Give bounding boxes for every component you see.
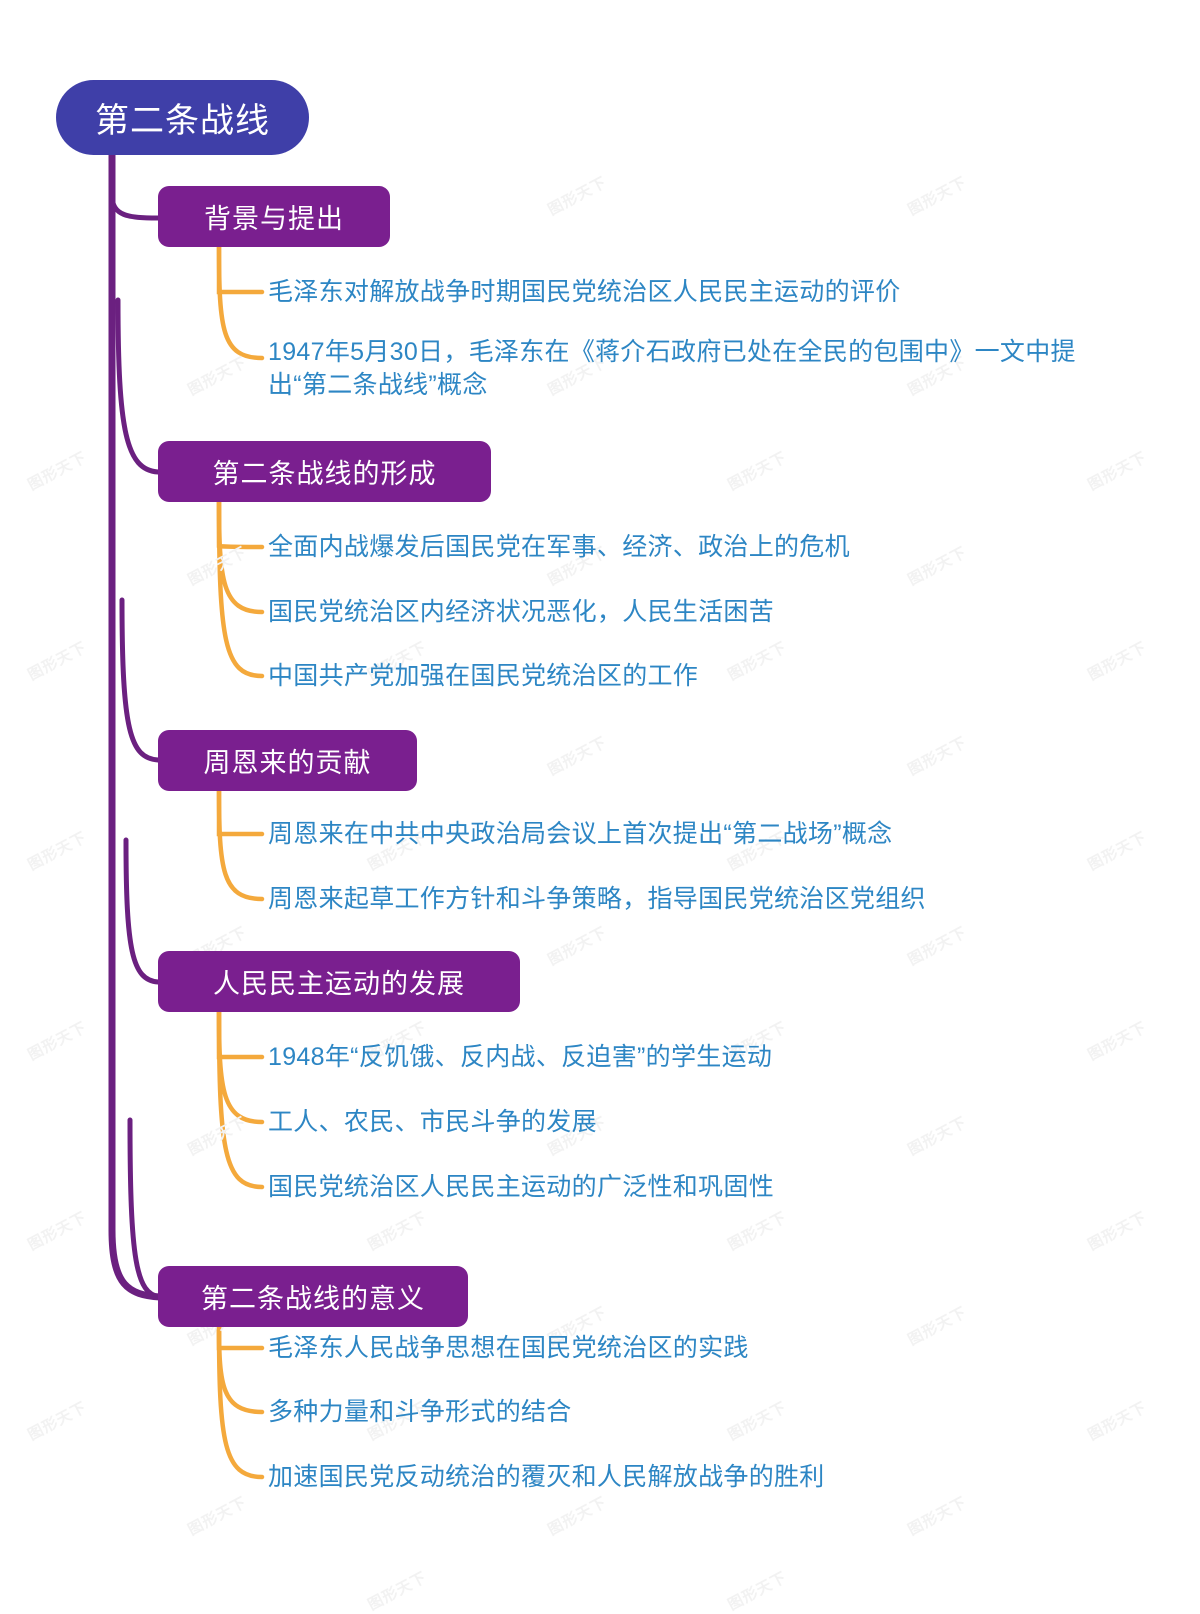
watermark: 图形天下 [1084, 827, 1150, 874]
watermark: 图形天下 [724, 447, 790, 494]
watermark: 图形天下 [24, 1397, 90, 1444]
watermark: 图形天下 [904, 732, 970, 779]
leaf-item[interactable]: 毛泽东人民战争思想在国民党统治区的实践 [268, 1332, 749, 1365]
watermark: 图形天下 [544, 172, 610, 219]
watermark: 图形天下 [1084, 1207, 1150, 1254]
topic-node-label: 人民民主运动的发展 [213, 969, 465, 999]
leaf-stem-10 [216, 1007, 265, 1190]
leaf-item-label: 国民党统治区人民民主运动的广泛性和巩固性 [268, 1173, 775, 1201]
leaf-item[interactable]: 多种力量和斗争形式的结合 [268, 1396, 572, 1429]
watermark: 图形天下 [184, 352, 250, 399]
leaf-item[interactable]: 全面内战爆发后国民党在军事、经济、政治上的危机 [268, 531, 850, 564]
watermark: 图形天下 [1084, 1017, 1150, 1064]
topic-node-formation[interactable]: 第二条战线的形成 [158, 441, 491, 502]
topic-node-label: 第二条战线的形成 [212, 459, 437, 489]
leaf-item-label: 1947年5月30日，毛泽东在《蒋介石政府已处在全民的包围中》一文中提出“第二条… [268, 338, 1076, 399]
leaf-item-label: 工人、农民、市民斗争的发展 [268, 1108, 597, 1136]
watermark: 图形天下 [1084, 1397, 1150, 1444]
leaf-item[interactable]: 中国共产党加强在国民党统治区的工作 [268, 660, 698, 693]
leaf-item[interactable]: 周恩来在中共中央政治局会议上首次提出“第二战场”概念 [268, 818, 892, 851]
watermark: 图形天下 [904, 1112, 970, 1159]
leaf-stem-2 [216, 243, 265, 361]
watermark: 图形天下 [904, 1492, 970, 1539]
trunk-line [108, 148, 164, 1301]
leaf-item-label: 全面内战爆发后国民党在军事、经济、政治上的危机 [268, 533, 850, 561]
leaf-stem-9 [216, 1007, 265, 1125]
leaf-item-label: 毛泽东对解放战争时期国民党统治区人民民主运动的评价 [268, 278, 901, 306]
topic-node-label: 周恩来的贡献 [203, 748, 372, 778]
leaf-stem-3 [216, 497, 265, 550]
watermark: 图形天下 [544, 732, 610, 779]
watermark: 图形天下 [24, 827, 90, 874]
branch-connector-2 [115, 297, 161, 475]
branch-connector-3 [119, 597, 161, 763]
leaf-item[interactable]: 加速国民党反动统治的覆灭和人民解放战争的胜利 [268, 1461, 825, 1494]
leaf-item[interactable]: 1947年5月30日，毛泽东在《蒋介石政府已处在全民的包围中》一文中提出“第二条… [268, 336, 1128, 402]
leaf-item[interactable]: 国民党统治区内经济状况恶化，人民生活困苦 [268, 596, 774, 629]
leaf-item-label: 周恩来起草工作方针和斗争策略，指导国民党统治区党组织 [268, 885, 926, 913]
watermark: 图形天下 [184, 542, 250, 589]
watermark: 图形天下 [724, 1397, 790, 1444]
topic-node-zhou-enlai[interactable]: 周恩来的贡献 [158, 730, 417, 791]
leaf-stem-11 [216, 1322, 265, 1351]
leaf-stem-12 [216, 1322, 265, 1415]
watermark: 图形天下 [364, 1567, 430, 1614]
watermark: 图形天下 [24, 447, 90, 494]
topic-node-label: 背景与提出 [204, 204, 344, 234]
leaf-item[interactable]: 毛泽东对解放战争时期国民党统治区人民民主运动的评价 [268, 276, 901, 309]
leaf-item-label: 多种力量和斗争形式的结合 [268, 1398, 572, 1426]
watermark: 图形天下 [544, 1492, 610, 1539]
root-node[interactable]: 第二条战线 [56, 80, 309, 155]
branch-connector-5 [127, 1117, 163, 1300]
leaf-item[interactable]: 1948年“反饥饿、反内战、反迫害”的学生运动 [268, 1041, 772, 1074]
watermark: 图形天下 [1084, 637, 1150, 684]
root-node-label: 第二条战线 [95, 102, 270, 140]
leaf-item-label: 毛泽东人民战争思想在国民党统治区的实践 [268, 1334, 749, 1362]
topic-node-label: 第二条战线的意义 [201, 1284, 425, 1314]
branch-connector-4 [123, 837, 161, 985]
watermark: 图形天下 [904, 922, 970, 969]
leaf-stem-5 [216, 497, 265, 679]
watermark: 图形天下 [904, 542, 970, 589]
leaf-item[interactable]: 工人、农民、市民斗争的发展 [268, 1106, 597, 1139]
watermark: 图形天下 [904, 1302, 970, 1349]
leaf-item-label: 中国共产党加强在国民党统治区的工作 [268, 662, 699, 690]
watermark: 图形天下 [24, 1207, 90, 1254]
watermark: 图形天下 [364, 1207, 430, 1254]
leaf-item[interactable]: 周恩来起草工作方针和斗争策略，指导国民党统治区党组织 [268, 883, 926, 916]
leaf-stem-8 [216, 1007, 265, 1060]
topic-node-democratic-movement[interactable]: 人民民主运动的发展 [158, 951, 520, 1012]
watermark: 图形天下 [1084, 447, 1150, 494]
watermark: 图形天下 [184, 1112, 250, 1159]
watermark: 图形天下 [184, 1492, 250, 1539]
watermark: 图形天下 [24, 637, 90, 684]
leaf-item-label: 国民党统治区内经济状况恶化，人民生活困苦 [268, 598, 775, 626]
topic-node-significance[interactable]: 第二条战线的意义 [158, 1266, 468, 1327]
watermark: 图形天下 [724, 1567, 790, 1614]
leaf-stem-13 [216, 1322, 265, 1480]
watermark: 图形天下 [904, 172, 970, 219]
leaf-item-label: 1948年“反饥饿、反内战、反迫害”的学生运动 [268, 1043, 773, 1071]
leaf-stem-6 [216, 785, 265, 837]
leaf-stem-1 [216, 243, 265, 295]
leaf-stem-7 [216, 785, 265, 902]
leaf-stem-4 [216, 497, 265, 615]
leaf-item-label: 加速国民党反动统治的覆灭和人民解放战争的胜利 [268, 1463, 825, 1491]
leaf-item[interactable]: 国民党统治区人民民主运动的广泛性和巩固性 [268, 1171, 774, 1204]
branch-connector-1 [109, 157, 161, 221]
watermark: 图形天下 [24, 1017, 90, 1064]
watermark: 图形天下 [724, 637, 790, 684]
watermark: 图形天下 [724, 1207, 790, 1254]
topic-node-background-proposal[interactable]: 背景与提出 [158, 186, 390, 247]
leaf-item-label: 周恩来在中共中央政治局会议上首次提出“第二战场”概念 [268, 820, 893, 848]
watermark: 图形天下 [544, 922, 610, 969]
